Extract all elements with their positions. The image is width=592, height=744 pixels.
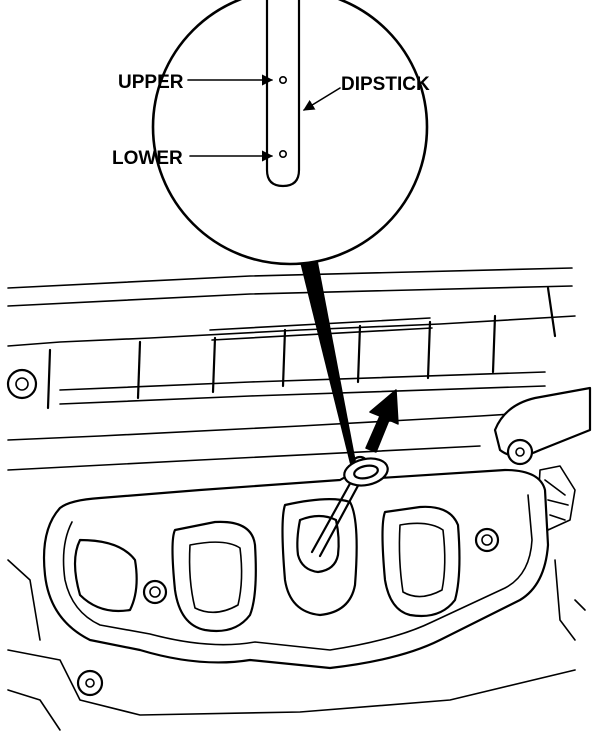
dipstick-leader-line bbox=[303, 87, 341, 111]
dipstick-detail-inset: UPPER LOWER DIPSTICK bbox=[112, 0, 430, 266]
dipstick-label: DIPSTICK bbox=[341, 74, 430, 95]
lower-label: LOWER bbox=[112, 148, 183, 169]
upper-label: UPPER bbox=[118, 72, 184, 93]
up-right-arrow-icon bbox=[365, 389, 399, 453]
upper-level-mark bbox=[278, 76, 287, 85]
engine-body bbox=[6, 267, 592, 731]
zoom-leader bbox=[300, 262, 356, 464]
lower-level-mark bbox=[278, 150, 287, 159]
dipstick-blade bbox=[265, 0, 301, 188]
dipstick-handle bbox=[310, 457, 389, 558]
